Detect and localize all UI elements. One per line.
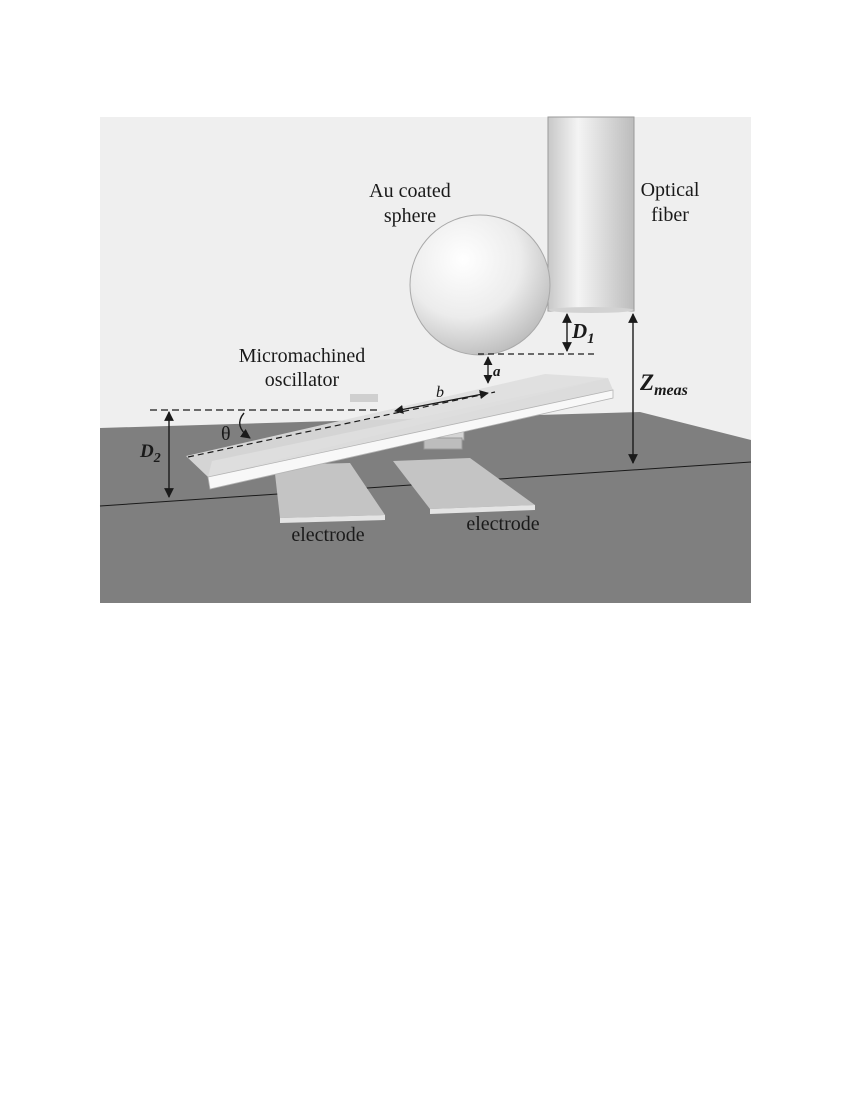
sphere-label-line2: sphere [384,205,436,227]
theta-angle-arc [238,412,251,439]
oscillator-label-line1: Micromachined [239,345,366,367]
d2-symbol-sub: 2 [153,451,161,466]
zmeas-symbol-sub: meas [654,382,688,399]
fiber-label-line1: Optical [641,179,700,201]
oscillator-label-line2: oscillator [265,369,340,391]
d1-symbol-sub: 1 [587,331,595,347]
oscillator-plate-top [186,374,608,477]
d2-symbol-main: D [139,441,154,462]
electrode-left [274,463,385,518]
oscillator-plate [208,378,613,477]
oscillator-plate-front-edge [207,389,614,490]
zmeas-symbol-main: Z [639,370,654,395]
zmeas-symbol: Zmeas [639,370,688,399]
a-symbol: a [493,364,501,380]
d1-symbol: D1 [571,319,595,347]
b-arrow [394,390,489,414]
d2-symbol: D2 [139,441,161,466]
torsion-spring-top [350,394,378,402]
electrode-right-label: electrode [466,513,539,535]
torsion-anchor-post [423,437,463,450]
sphere-label-line1: Au coated [369,180,451,202]
theta-symbol: θ [221,423,231,445]
fiber-label-line2: fiber [651,204,689,226]
electrode-right [393,458,535,509]
au-coated-sphere [409,214,551,356]
electrode-right-edge [430,505,535,514]
electrode-left-label: electrode [291,524,364,546]
d1-symbol-main: D [571,319,587,343]
optical-fiber-end [548,307,634,313]
b-symbol: b [436,384,444,401]
optical-fiber [547,116,635,312]
electrode-left-edge [280,515,385,523]
